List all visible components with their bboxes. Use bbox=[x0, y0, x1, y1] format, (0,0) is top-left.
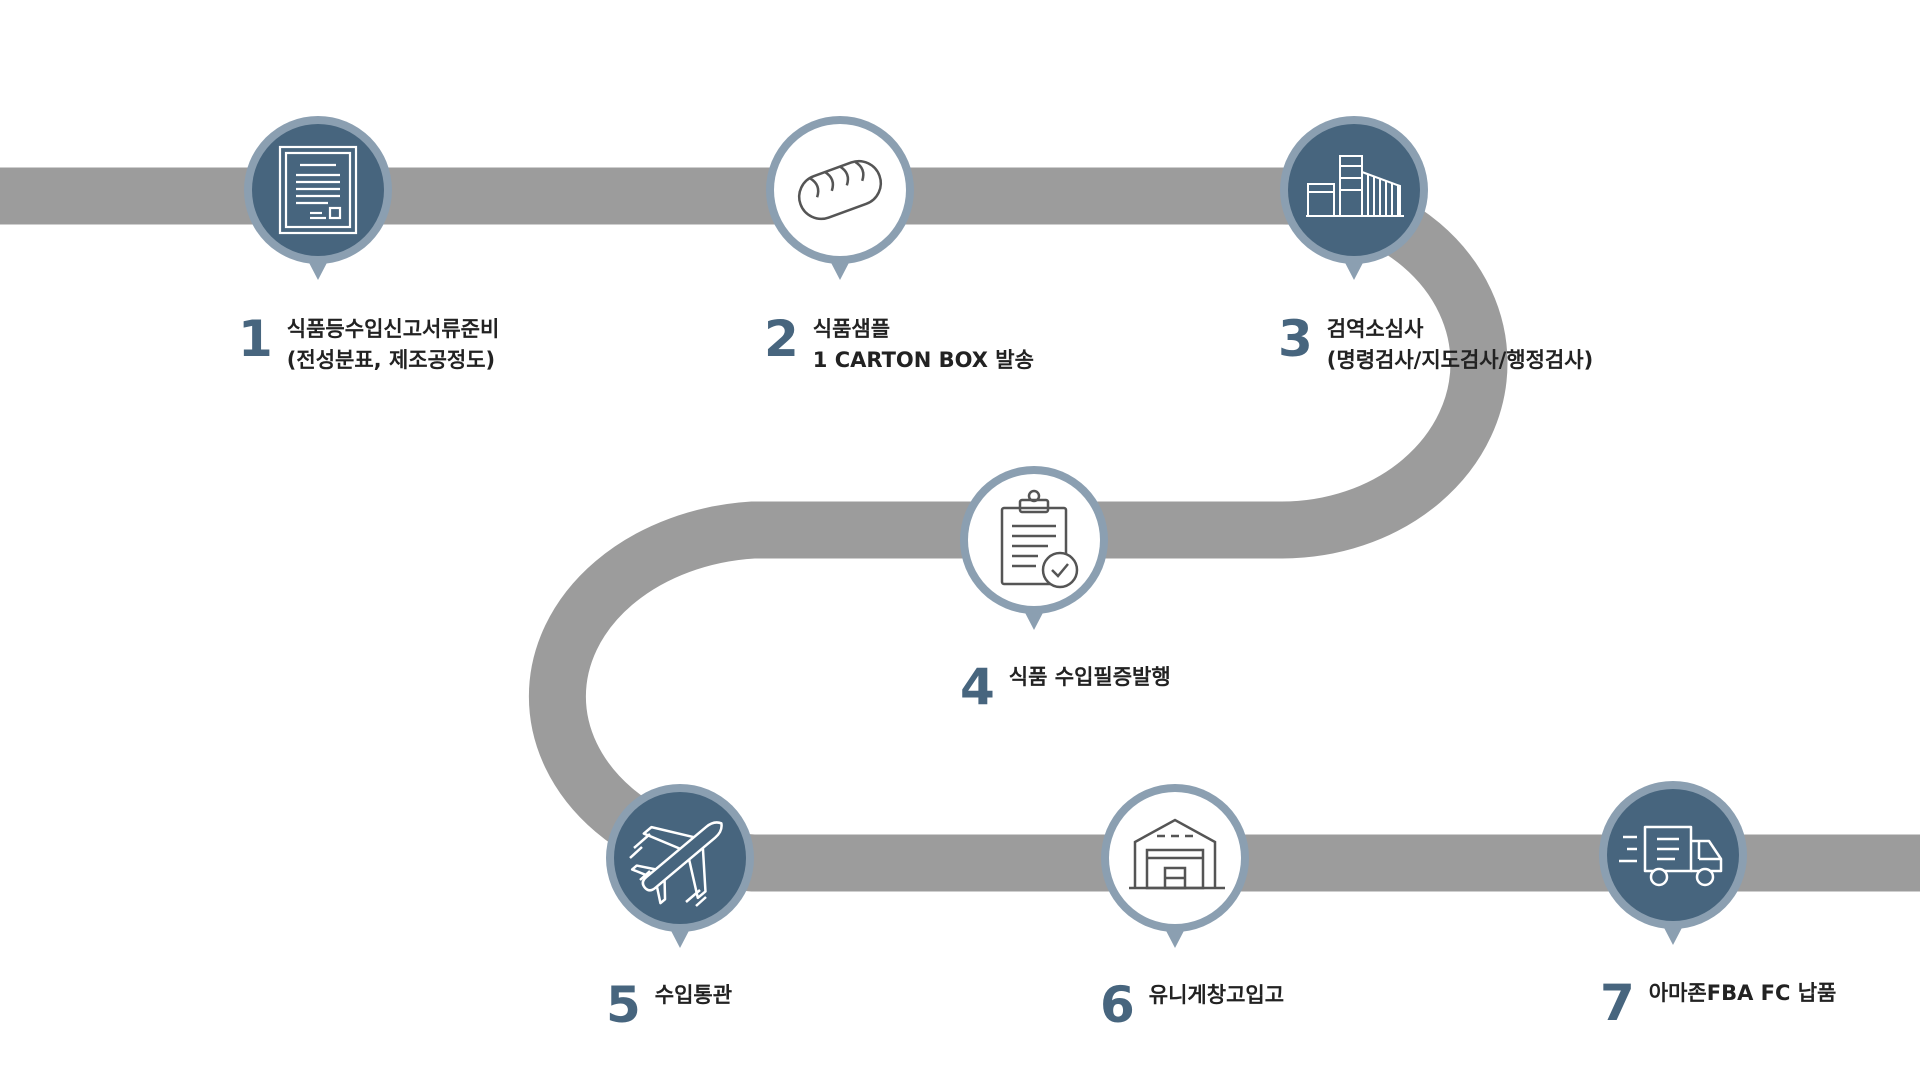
buildings-icon bbox=[1306, 155, 1404, 217]
step-6-marker bbox=[1095, 778, 1255, 972]
step-7-number: 7 bbox=[1600, 974, 1635, 1032]
step-2-subtitle: 1 CARTON BOX 발송 bbox=[812, 348, 1034, 372]
step-1-title: 식품등수입신고서류준비 bbox=[286, 317, 500, 341]
step-1-number: 1 bbox=[238, 310, 273, 368]
step-5-label: 5 수입통관 bbox=[606, 980, 732, 1030]
step-1-subtitle: (전성분표, 제조공정도) bbox=[286, 348, 496, 372]
step-1-marker bbox=[238, 110, 398, 304]
marker-circle bbox=[1599, 781, 1747, 945]
step-3-number: 3 bbox=[1278, 310, 1313, 368]
step-5-title: 수입통관 bbox=[654, 983, 733, 1007]
step-3-title: 검역소심사 bbox=[1326, 317, 1424, 341]
marker-circle bbox=[1101, 784, 1249, 948]
step-4-marker bbox=[954, 460, 1114, 654]
warehouse-icon bbox=[1129, 818, 1225, 890]
document-icon bbox=[278, 145, 358, 235]
step-4-label: 4 식품 수입필증발행 bbox=[960, 662, 1171, 712]
step-3-label: 3 검역소심사 (명령검사/지도검사/행정검사) bbox=[1278, 314, 1593, 376]
step-6-number: 6 bbox=[1100, 976, 1135, 1034]
step-7-label: 7 아마존FBA FC 납품 bbox=[1600, 978, 1836, 1028]
step-4-title: 식품 수입필증발행 bbox=[1008, 665, 1171, 689]
bread-icon bbox=[797, 159, 883, 221]
step-2-title: 식품샘플 bbox=[812, 317, 891, 341]
step-6-title: 유니게창고입고 bbox=[1148, 983, 1285, 1007]
marker-circle bbox=[1280, 116, 1428, 280]
step-1-label: 1 식품등수입신고서류준비 (전성분표, 제조공정도) bbox=[238, 314, 499, 376]
step-3-marker bbox=[1274, 110, 1434, 304]
airplane-icon bbox=[629, 821, 723, 907]
marker-circle bbox=[244, 116, 392, 280]
step-7-title: 아마존FBA FC 납품 bbox=[1648, 981, 1837, 1005]
clipboard-check-icon bbox=[1000, 489, 1079, 589]
step-4-number: 4 bbox=[960, 658, 995, 716]
step-2-label: 2 식품샘플 1 CARTON BOX 발송 bbox=[764, 314, 1034, 376]
marker-circle bbox=[766, 116, 914, 280]
step-6-label: 6 유니게창고입고 bbox=[1100, 980, 1284, 1030]
step-7-marker bbox=[1593, 775, 1753, 969]
marker-circle bbox=[960, 466, 1108, 630]
step-2-marker bbox=[760, 110, 920, 304]
step-3-subtitle: (명령검사/지도검사/행정검사) bbox=[1326, 348, 1594, 372]
truck-icon bbox=[1619, 825, 1723, 887]
step-5-number: 5 bbox=[606, 976, 641, 1034]
step-5-marker bbox=[600, 778, 760, 972]
step-2-number: 2 bbox=[764, 310, 799, 368]
marker-circle bbox=[606, 784, 754, 948]
